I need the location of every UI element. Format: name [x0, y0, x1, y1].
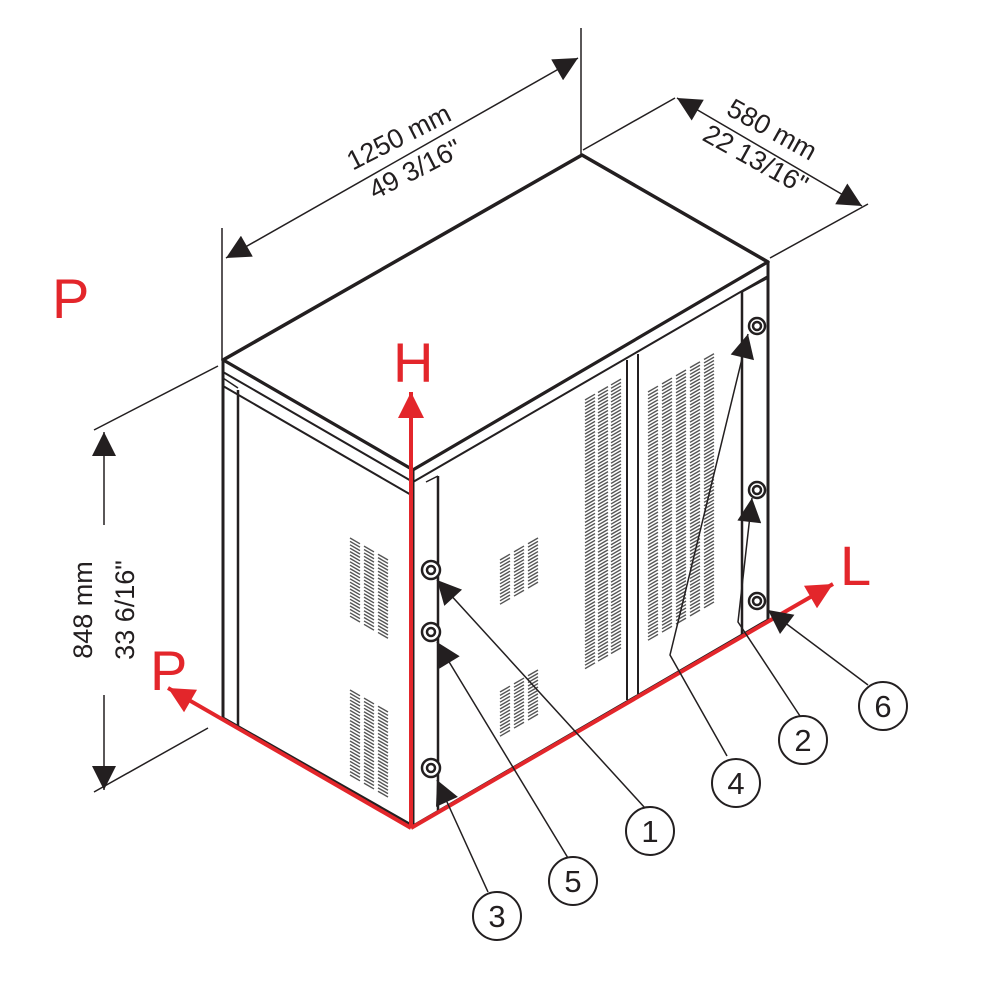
leader-1 [436, 579, 646, 809]
depth-axis [167, 686, 412, 830]
callout-2: 2 [778, 715, 828, 765]
connector-4 [747, 316, 767, 336]
height-dimension: 848 mm 33 6/16" [68, 432, 140, 790]
connector-6 [747, 591, 767, 611]
callout-1: 1 [625, 806, 675, 856]
leader-3 [436, 779, 489, 893]
connectors [420, 316, 767, 779]
callout-1-number: 1 [641, 814, 658, 849]
width-dimension-line [225, 57, 579, 259]
side-vent-upper [349, 537, 389, 639]
length-axis [409, 582, 835, 830]
axis-label-p-top: P [52, 267, 89, 330]
callout-5-number: 5 [564, 864, 581, 899]
callout-2-number: 2 [794, 723, 811, 758]
callout-4: 4 [711, 758, 761, 808]
vent-grilles [349, 353, 715, 798]
connector-2 [747, 480, 767, 500]
axis-label-p-depth: P [150, 639, 187, 702]
dimension-extension-lines [93, 28, 869, 793]
leader-4 [669, 333, 754, 757]
leader-lines [436, 333, 869, 893]
leader-2 [737, 497, 801, 717]
axis-label-h: H [393, 331, 433, 394]
callout-6-number: 6 [874, 689, 891, 724]
front-vent-mid [584, 378, 622, 670]
height-mm-label: 848 mm [68, 561, 98, 659]
callout-5: 5 [548, 856, 598, 906]
leader-5 [436, 641, 569, 859]
depth-dimension: 580 mm 22 13/16" [676, 93, 863, 207]
connector-5 [420, 621, 442, 643]
callout-6: 6 [858, 681, 908, 731]
callout-3-number: 3 [488, 899, 505, 934]
connector-3 [420, 757, 442, 779]
callout-3: 3 [472, 891, 522, 941]
axis-label-l: L [840, 534, 871, 597]
front-vent-left-a [499, 537, 539, 605]
depth-dimension-line [676, 97, 863, 207]
leader-6 [767, 609, 869, 686]
callout-4-number: 4 [727, 766, 744, 801]
ice-maker-cabinet [221, 153, 770, 828]
side-vent-lower [349, 689, 389, 798]
front-vent-right [647, 353, 715, 641]
reference-axes [167, 392, 835, 830]
front-vent-left-b [499, 669, 539, 737]
height-inch-label: 33 6/16" [110, 560, 140, 660]
connector-1 [420, 559, 442, 581]
